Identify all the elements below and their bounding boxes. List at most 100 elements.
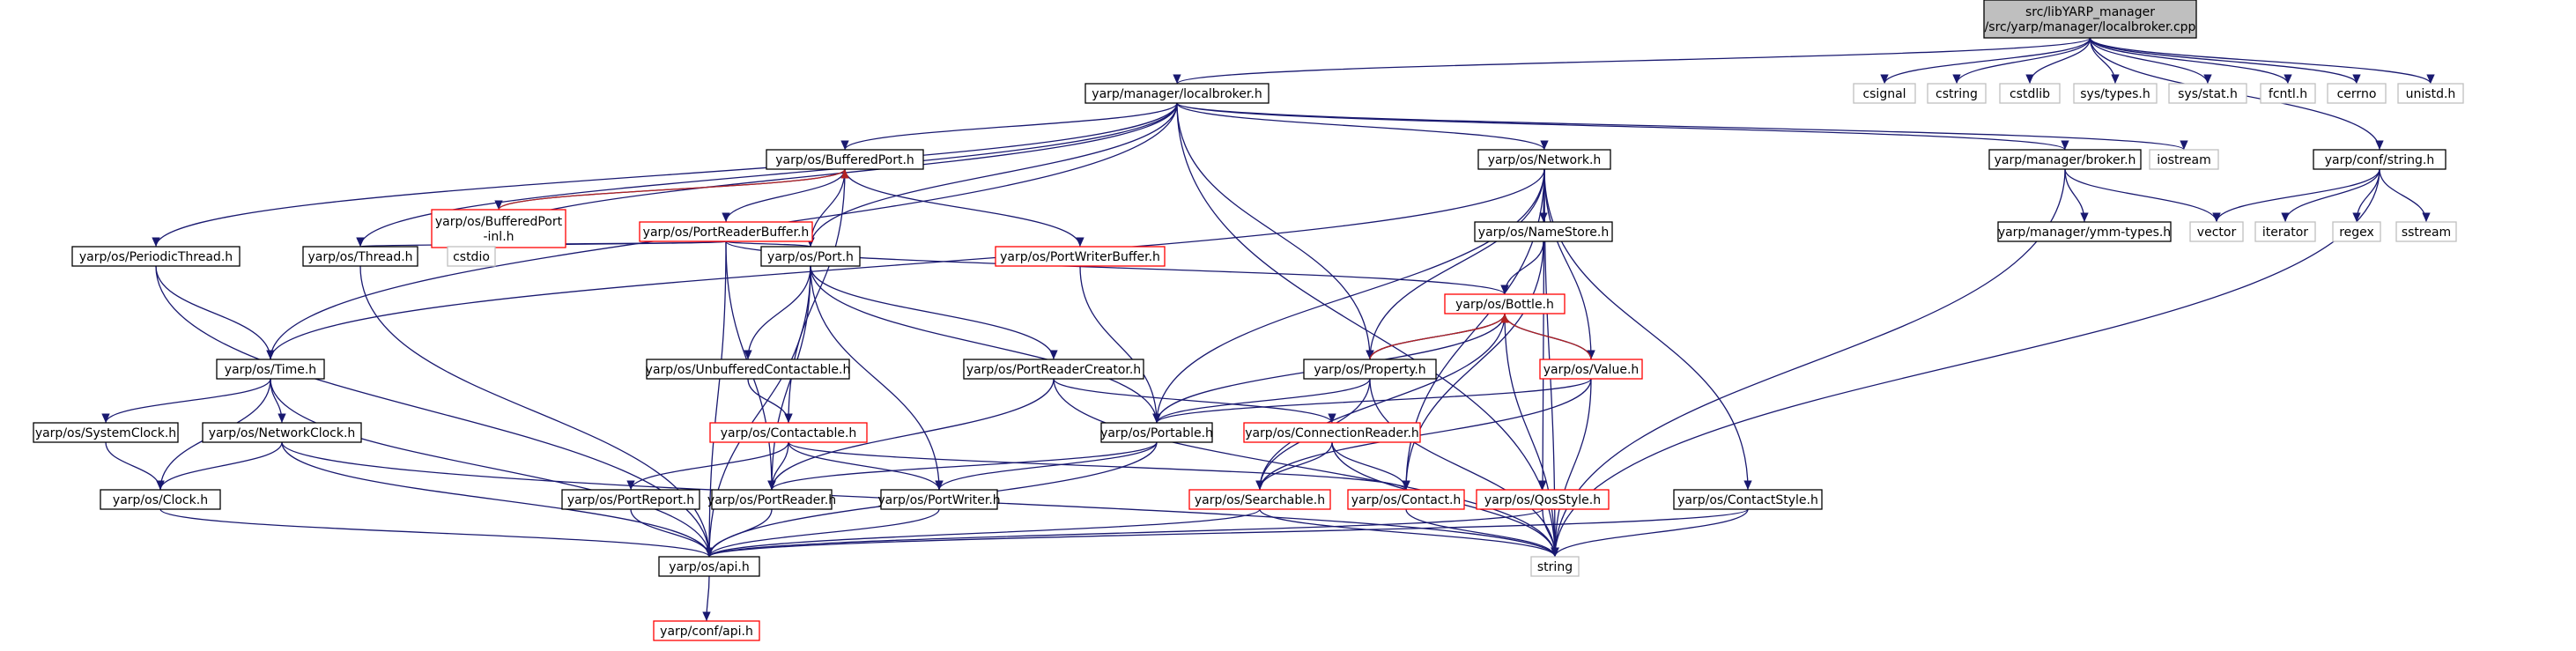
edge-port_h-to-portwriter <box>810 265 944 491</box>
edge-periodicthread-to-time_h <box>155 265 275 360</box>
node-contactable[interactable]: yarp/os/Contactable.h <box>709 422 868 443</box>
edge-contactstyle-to-string <box>1551 508 1749 558</box>
node-portwriterbuffer[interactable]: yarp/os/PortWriterBuffer.h <box>995 246 1166 267</box>
node-api_h[interactable]: yarp/os/api.h <box>658 556 760 577</box>
node-time_h[interactable]: yarp/os/Time.h <box>216 359 325 380</box>
node-broker_h[interactable]: yarp/manager/broker.h <box>1988 149 2142 170</box>
node-conf_string[interactable]: yarp/conf/string.h <box>2313 149 2446 170</box>
node-cstdlib: cstdlib <box>1999 83 2061 104</box>
edge-localbroker_h-to-network_h <box>1176 102 1549 151</box>
edge-line <box>1366 168 1545 360</box>
edge-line <box>806 168 846 248</box>
node-cstring: cstring <box>1927 83 1987 104</box>
node-label: yarp/conf/api.h <box>660 625 753 639</box>
edge-localbroker_h-to-thread_h <box>356 102 1178 248</box>
edge-line <box>1173 37 2091 85</box>
node-box <box>2313 149 2446 170</box>
edge-line <box>725 237 815 248</box>
edge-contactable-to-contact_h <box>788 441 1410 491</box>
node-box <box>1853 83 1916 104</box>
node-label: regex <box>2339 226 2374 240</box>
node-box <box>1530 556 1580 577</box>
node-namestore[interactable]: yarp/os/NameStore.h <box>1474 221 1613 242</box>
node-label: yarp/os/api.h <box>669 560 749 574</box>
node-box <box>880 489 998 510</box>
node-label: iostream <box>2157 153 2211 167</box>
node-portreader[interactable]: yarp/os/PortReader.h <box>707 489 836 510</box>
node-label: yarp/os/SystemClock.h <box>35 426 176 440</box>
node-unbuffered[interactable]: yarp/os/UnbufferedContactable.h <box>646 359 851 380</box>
node-box <box>766 149 924 170</box>
node-label: yarp/os/QosStyle.h <box>1484 493 1601 507</box>
node-box <box>447 246 496 267</box>
node-searchable[interactable]: yarp/os/Searchable.h <box>1188 489 1331 510</box>
edge-localbroker_h-to-string <box>1176 102 1559 558</box>
node-bufferedport_inl[interactable]: yarp/os/BufferedPort-inl.h <box>431 209 566 248</box>
edge-portreadercreator-to-connectionreader <box>1053 378 1336 424</box>
edge-line <box>2025 37 2091 85</box>
node-box <box>709 422 868 443</box>
edge-line <box>1551 168 2066 558</box>
node-value_h[interactable]: yarp/os/Value.h <box>1539 359 1643 380</box>
node-box <box>1476 489 1610 510</box>
node-csignal: csignal <box>1853 83 1916 104</box>
node-portreaderbuffer[interactable]: yarp/os/PortReaderBuffer.h <box>639 221 813 242</box>
edge-line <box>1176 102 2188 151</box>
edge-portreaderbuffer-to-port_h <box>725 237 815 248</box>
node-ymm_types[interactable]: yarp/manager/ymm-types.h <box>1997 221 2172 242</box>
node-localbroker_h[interactable]: yarp/manager/localbroker.h <box>1084 83 1269 104</box>
edge-line <box>1952 37 2091 85</box>
edge-port_h-to-portreadercreator <box>810 265 1058 360</box>
edge-line <box>810 265 944 491</box>
node-systemclock[interactable]: yarp/os/SystemClock.h <box>33 422 179 443</box>
node-box <box>33 422 179 443</box>
node-connectionreader[interactable]: yarp/os/ConnectionReader.h <box>1243 422 1421 443</box>
node-portreadercreator[interactable]: yarp/os/PortReaderCreator.h <box>963 359 1144 380</box>
node-portwriter[interactable]: yarp/os/PortWriter.h <box>877 489 1001 510</box>
edge-line <box>1176 102 1374 360</box>
node-bufferedport[interactable]: yarp/os/BufferedPort.h <box>766 149 924 170</box>
node-property_h[interactable]: yarp/os/Property.h <box>1303 359 1437 380</box>
edge-network_h-to-contactstyle <box>1543 168 1752 491</box>
node-conf_api[interactable]: yarp/conf/api.h <box>653 620 760 641</box>
edge-time_h-to-api_h <box>270 378 714 558</box>
node-clock_h[interactable]: yarp/os/Clock.h <box>100 489 221 510</box>
node-port_h[interactable]: yarp/os/Port.h <box>760 246 861 267</box>
node-periodicthread[interactable]: yarp/os/PeriodicThread.h <box>71 246 241 267</box>
edge-line <box>101 378 271 424</box>
edge-portreaderbuffer-to-api_h <box>705 240 727 558</box>
node-box <box>646 359 850 380</box>
edge-line <box>1543 168 1595 360</box>
edge-namestore-to-bottle_h <box>1500 240 1544 295</box>
node-contact_h[interactable]: yarp/os/Contact.h <box>1347 489 1465 510</box>
edge-line <box>806 102 1178 248</box>
edge-line <box>1053 378 1559 558</box>
node-label: yarp/os/PortReaderCreator.h <box>966 363 1141 377</box>
node-qosstyle[interactable]: yarp/os/QosStyle.h <box>1476 489 1610 510</box>
node-bottle_h[interactable]: yarp/os/Bottle.h <box>1444 293 1566 314</box>
node-label: cerrno <box>2337 87 2377 101</box>
node-root[interactable]: src/libYARP_manager/src/yarp/manager/loc… <box>1983 0 2197 39</box>
node-box <box>2397 83 2464 104</box>
node-contactstyle[interactable]: yarp/os/ContactStyle.h <box>1673 489 1823 510</box>
edge-localbroker_h-to-port_h <box>806 102 1178 248</box>
node-network_h[interactable]: yarp/os/Network.h <box>1477 149 1611 170</box>
node-label: yarp/os/Property.h <box>1314 363 1425 377</box>
node-unistd: unistd.h <box>2397 83 2464 104</box>
node-label: cstring <box>1936 87 1978 101</box>
edge-line <box>1152 378 1592 424</box>
node-portable[interactable]: yarp/os/Portable.h <box>1100 422 1213 443</box>
edge-line <box>1053 378 1336 424</box>
edge-time_h-to-systemclock <box>101 378 271 424</box>
edge-line <box>767 441 1158 491</box>
node-portreport[interactable]: yarp/os/PortReport.h <box>561 489 700 510</box>
node-label: yarp/os/BufferedPort <box>435 215 563 229</box>
edge-line <box>1543 168 1752 491</box>
edge-portreadercreator-to-portreader <box>767 378 1055 491</box>
node-thread_h[interactable]: yarp/os/Thread.h <box>302 246 418 267</box>
edge-line <box>840 102 1178 151</box>
edge-unbuffered-to-contactable <box>747 378 793 424</box>
node-networkclock[interactable]: yarp/os/NetworkClock.h <box>202 422 362 443</box>
edge-line <box>1500 240 1544 295</box>
edge-line <box>2064 168 2221 223</box>
